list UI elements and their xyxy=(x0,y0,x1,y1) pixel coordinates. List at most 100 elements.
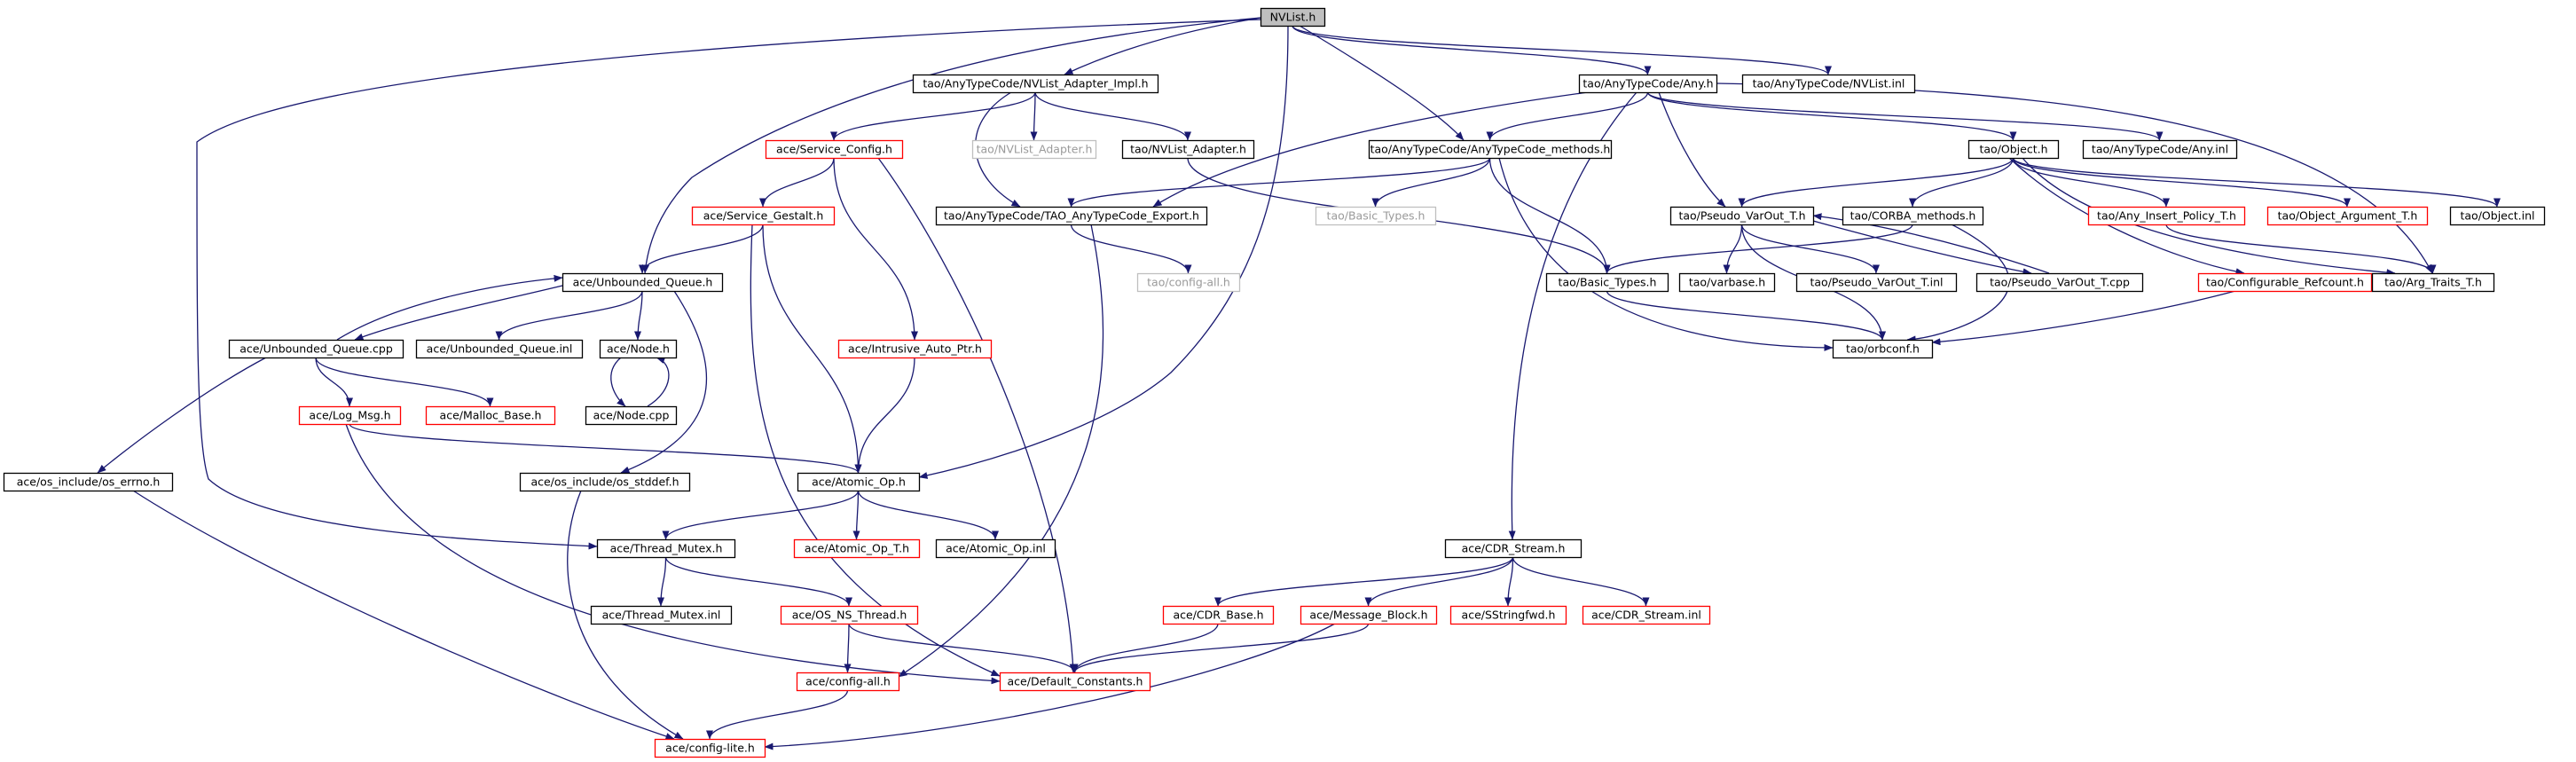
node-varbase[interactable]: tao/varbase.h xyxy=(1678,272,1776,293)
node-label: ace/Unbounded_Queue.inl xyxy=(427,342,573,356)
node-label: tao/AnyTypeCode/AnyTypeCode_methods.h xyxy=(1370,143,1611,156)
node-node-h[interactable]: ace/Node.h xyxy=(599,339,678,359)
node-pseudo-varout-h[interactable]: tao/Pseudo_VarOut_T.h xyxy=(1669,206,1815,226)
edge-object-h-to-any-insert-policy xyxy=(2012,157,2170,208)
node-unbounded-queue-inl[interactable]: ace/Unbounded_Queue.inl xyxy=(415,339,584,359)
node-malloc-base[interactable]: ace/Malloc_Base.h xyxy=(425,405,556,426)
node-arg-traits[interactable]: tao/Arg_Traits_T.h xyxy=(2371,272,2495,293)
edge-atomic-op-h-to-atomic-op-t xyxy=(852,490,860,540)
node-tao-basic-types-ext[interactable]: tao/Basic_Types.h xyxy=(1315,206,1437,226)
node-label: ace/Service_Gestalt.h xyxy=(703,209,824,223)
node-any-h[interactable]: tao/AnyTypeCode/Any.h xyxy=(1578,74,1718,94)
node-box xyxy=(2087,206,2246,226)
node-box xyxy=(425,405,556,426)
nodes-layer: NVList.h tao/AnyTypeCode/NVList_Adapter_I… xyxy=(3,7,2546,758)
node-label: ace/config-lite.h xyxy=(665,742,755,755)
node-config-all-ext[interactable]: tao/config-all.h xyxy=(1136,272,1241,293)
node-config-lite[interactable]: ace/config-lite.h xyxy=(654,738,766,758)
node-label: tao/Basic_Types.h xyxy=(1327,209,1425,223)
node-atomic-op-inl[interactable]: ace/Atomic_Op.inl xyxy=(935,538,1056,559)
node-atomic-op-t[interactable]: ace/Atomic_Op_T.h xyxy=(793,538,921,559)
node-atc-methods[interactable]: tao/AnyTypeCode/AnyTypeCode_methods.h xyxy=(1368,139,1613,160)
node-box xyxy=(228,339,404,359)
node-message-block[interactable]: ace/Message_Block.h xyxy=(1300,605,1438,625)
node-object-argument[interactable]: tao/Object_Argument_T.h xyxy=(2266,206,2429,226)
node-label: ace/Log_Msg.h xyxy=(309,409,390,422)
node-service-config[interactable]: ace/Service_Config.h xyxy=(765,139,904,160)
node-object-h[interactable]: tao/Object.h xyxy=(1967,139,2060,160)
node-label: tao/Arg_Traits_T.h xyxy=(2384,276,2482,289)
node-label: tao/NVList_Adapter.h xyxy=(1130,143,1246,156)
node-corba-methods[interactable]: tao/CORBA_methods.h xyxy=(1842,206,1984,226)
node-label: tao/Basic_Types.h xyxy=(1559,276,1657,289)
edge-object-h-to-arg-traits xyxy=(2022,157,2396,277)
node-box xyxy=(1669,206,1815,226)
edge-thread-mutex-h-to-thread-mutex-inl xyxy=(657,556,667,607)
node-label: tao/config-all.h xyxy=(1147,276,1230,289)
node-tao-nvlist-adapter[interactable]: tao/NVList_Adapter.h xyxy=(971,139,1097,160)
node-cdr-stream-inl[interactable]: ace/CDR_Stream.inl xyxy=(1582,605,1711,625)
node-sstringfwd[interactable]: ace/SStringfwd.h xyxy=(1449,605,1567,625)
node-unbounded-queue-cpp[interactable]: ace/Unbounded_Queue.cpp xyxy=(228,339,404,359)
edge-atc-export-to-config-all xyxy=(898,224,1104,678)
node-thread-mutex-h[interactable]: ace/Thread_Mutex.h xyxy=(596,538,736,559)
node-box xyxy=(691,206,836,226)
node-nvlist-inl[interactable]: tao/AnyTypeCode/NVList.inl xyxy=(1741,74,1916,94)
node-box xyxy=(780,605,919,625)
node-label: tao/CORBA_methods.h xyxy=(1850,209,1976,223)
edge-nvlist-h-to-unbounded-queue-h xyxy=(642,17,1261,274)
edge-unbounded-queue-h-to-os-stddef xyxy=(620,290,708,474)
node-label: ace/os_include/os_stddef.h xyxy=(530,475,679,489)
node-os-errno[interactable]: ace/os_include/os_errno.h xyxy=(3,472,174,492)
node-label: tao/Any_Insert_Policy_T.h xyxy=(2097,209,2236,223)
edge-nvlist-h-to-adapter-impl xyxy=(1064,17,1261,75)
node-configurable-refcount[interactable]: tao/Configurable_Refcount.h xyxy=(2197,272,2373,293)
node-nvlist-h[interactable]: NVList.h xyxy=(1260,7,1326,27)
node-box xyxy=(971,139,1097,160)
node-box xyxy=(2082,139,2238,160)
node-box xyxy=(1444,538,1583,559)
node-label: ace/Thread_Mutex.h xyxy=(610,542,723,555)
node-os-ns-thread[interactable]: ace/OS_NS_Thread.h xyxy=(780,605,919,625)
node-atomic-op-h[interactable]: ace/Atomic_Op.h xyxy=(797,472,921,492)
node-os-stddef[interactable]: ace/os_include/os_stddef.h xyxy=(519,472,691,492)
node-label: ace/Message_Block.h xyxy=(1309,609,1427,622)
node-thread-mutex-inl[interactable]: ace/Thread_Mutex.inl xyxy=(590,605,733,625)
node-any-insert-policy[interactable]: tao/Any_Insert_Policy_T.h xyxy=(2087,206,2246,226)
node-nvlist-adapter[interactable]: tao/NVList_Adapter.h xyxy=(1121,139,1255,160)
edge-os-ns-thread-to-config-all xyxy=(844,623,852,673)
node-log-msg[interactable]: ace/Log_Msg.h xyxy=(298,405,402,426)
node-box xyxy=(796,672,900,692)
node-pseudo-varout-cpp[interactable]: tao/Pseudo_VarOut_T.cpp xyxy=(1975,272,2144,293)
node-pseudo-varout-inl[interactable]: tao/Pseudo_VarOut_T.inl xyxy=(1795,272,1958,293)
edge-service-gestalt-to-unbounded-queue-h xyxy=(639,224,764,274)
node-basic-types[interactable]: tao/Basic_Types.h xyxy=(1545,272,1669,293)
node-default-constants[interactable]: ace/Default_Constants.h xyxy=(999,672,1151,692)
node-config-all[interactable]: ace/config-all.h xyxy=(796,672,900,692)
edge-object-h-to-corba-methods xyxy=(1909,157,2014,208)
node-cdr-stream-h[interactable]: ace/CDR_Stream.h xyxy=(1444,538,1583,559)
node-cdr-base[interactable]: ace/CDR_Base.h xyxy=(1162,605,1275,625)
edge-unbounded-queue-cpp-to-unbounded-queue-h xyxy=(336,274,563,341)
node-orbconf[interactable]: tao/orbconf.h xyxy=(1832,339,1934,359)
node-label: tao/Object_Argument_T.h xyxy=(2278,209,2418,223)
node-adapter-impl[interactable]: tao/AnyTypeCode/NVList_Adapter_Impl.h xyxy=(912,74,1159,94)
node-label: tao/Object.inl xyxy=(2461,209,2535,223)
edge-nvlist-h-to-thread-mutex-h xyxy=(196,19,1261,550)
node-service-gestalt[interactable]: ace/Service_Gestalt.h xyxy=(691,206,836,226)
node-any-inl[interactable]: tao/AnyTypeCode/Any.inl xyxy=(2082,139,2238,160)
node-box xyxy=(2371,272,2495,293)
node-label: NVList.h xyxy=(1270,11,1316,24)
node-label: ace/Atomic_Op.h xyxy=(812,475,906,489)
edge-os-stddef-to-config-lite xyxy=(567,490,684,740)
node-object-inl[interactable]: tao/Object.inl xyxy=(2449,206,2546,226)
edge-unbounded-queue-h-to-unbounded-queue-cpp xyxy=(354,285,563,341)
node-intrusive-auto-ptr[interactable]: ace/Intrusive_Auto_Ptr.h xyxy=(837,339,993,359)
node-atc-export[interactable]: tao/AnyTypeCode/TAO_AnyTypeCode_Export.h xyxy=(935,206,1208,226)
edge-pseudo-varout-h-to-varbase xyxy=(1723,224,1743,274)
node-box xyxy=(1582,605,1711,625)
edge-unbounded-queue-h-to-node-h xyxy=(634,290,643,341)
node-node-cpp[interactable]: ace/Node.cpp xyxy=(585,405,678,426)
node-box xyxy=(935,538,1056,559)
node-unbounded-queue-h[interactable]: ace/Unbounded_Queue.h xyxy=(562,272,724,293)
